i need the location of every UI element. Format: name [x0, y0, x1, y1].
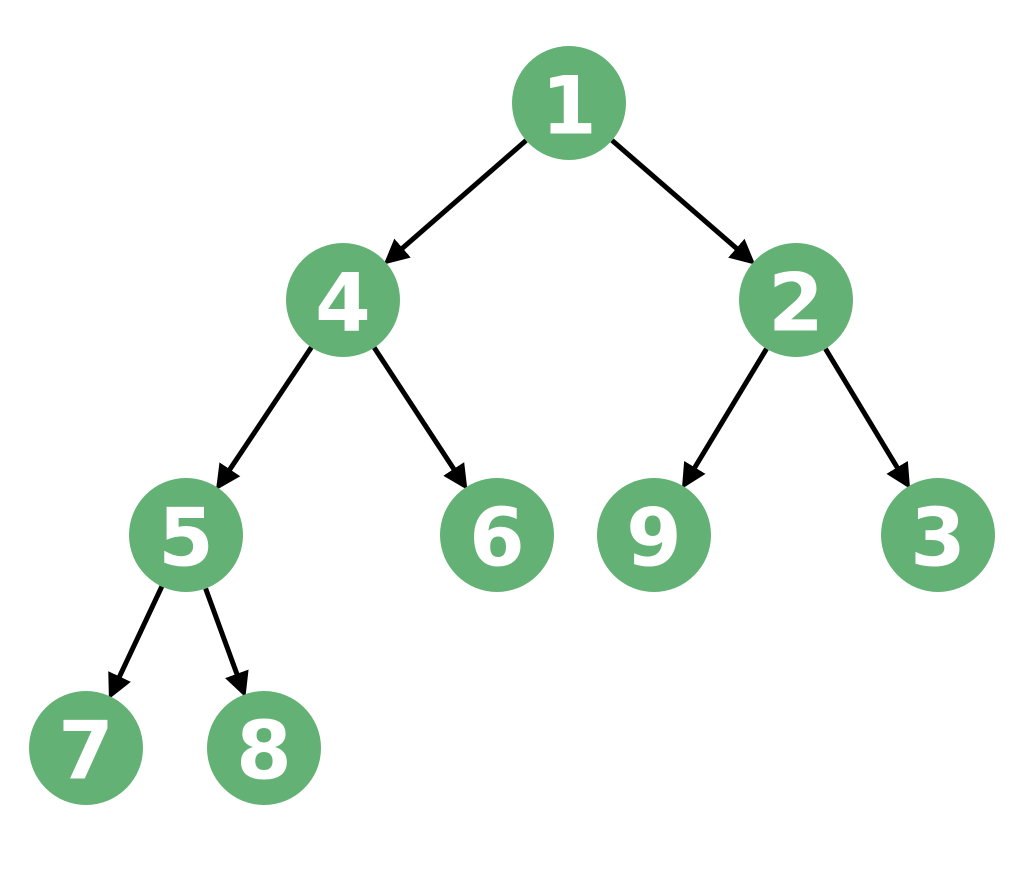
- edge-n2-n9: [681, 347, 769, 489]
- tree-node-7: 7: [29, 691, 143, 805]
- node-circle: [440, 478, 554, 592]
- node-label: 8: [236, 705, 292, 798]
- node-circle: [739, 243, 853, 357]
- edge-n4-n6: [372, 346, 468, 490]
- node-circle: [881, 478, 995, 592]
- node-label: 6: [469, 492, 525, 585]
- edge-n2-n3: [823, 347, 911, 489]
- edge-n5-n7: [108, 585, 165, 700]
- node-label: 2: [768, 257, 824, 350]
- edges: [108, 138, 911, 700]
- tree-node-2: 2: [739, 243, 853, 357]
- tree-node-8: 8: [207, 691, 321, 805]
- node-circle: [597, 478, 711, 592]
- node-label: 9: [626, 492, 682, 585]
- tree-node-1: 1: [512, 46, 626, 160]
- edge-n4-n5: [215, 346, 314, 491]
- node-circle: [286, 243, 400, 357]
- edge-n1-n2: [610, 138, 756, 265]
- nodes: 1 4 2 5 6 9 3 7 8: [29, 46, 995, 805]
- tree-node-3: 3: [881, 478, 995, 592]
- tree-node-4: 4: [286, 243, 400, 357]
- node-circle: [129, 478, 243, 592]
- tree-node-5: 5: [129, 478, 243, 592]
- node-label: 5: [158, 492, 214, 585]
- node-label: 3: [910, 492, 966, 585]
- tree-node-9: 9: [597, 478, 711, 592]
- node-circle: [512, 46, 626, 160]
- edge-n1-n4: [383, 138, 528, 265]
- node-label: 7: [58, 705, 114, 798]
- node-circle: [207, 691, 321, 805]
- node-circle: [29, 691, 143, 805]
- edge-n5-n8: [203, 587, 249, 698]
- tree-node-6: 6: [440, 478, 554, 592]
- node-label: 1: [541, 60, 597, 153]
- node-label: 4: [315, 257, 371, 350]
